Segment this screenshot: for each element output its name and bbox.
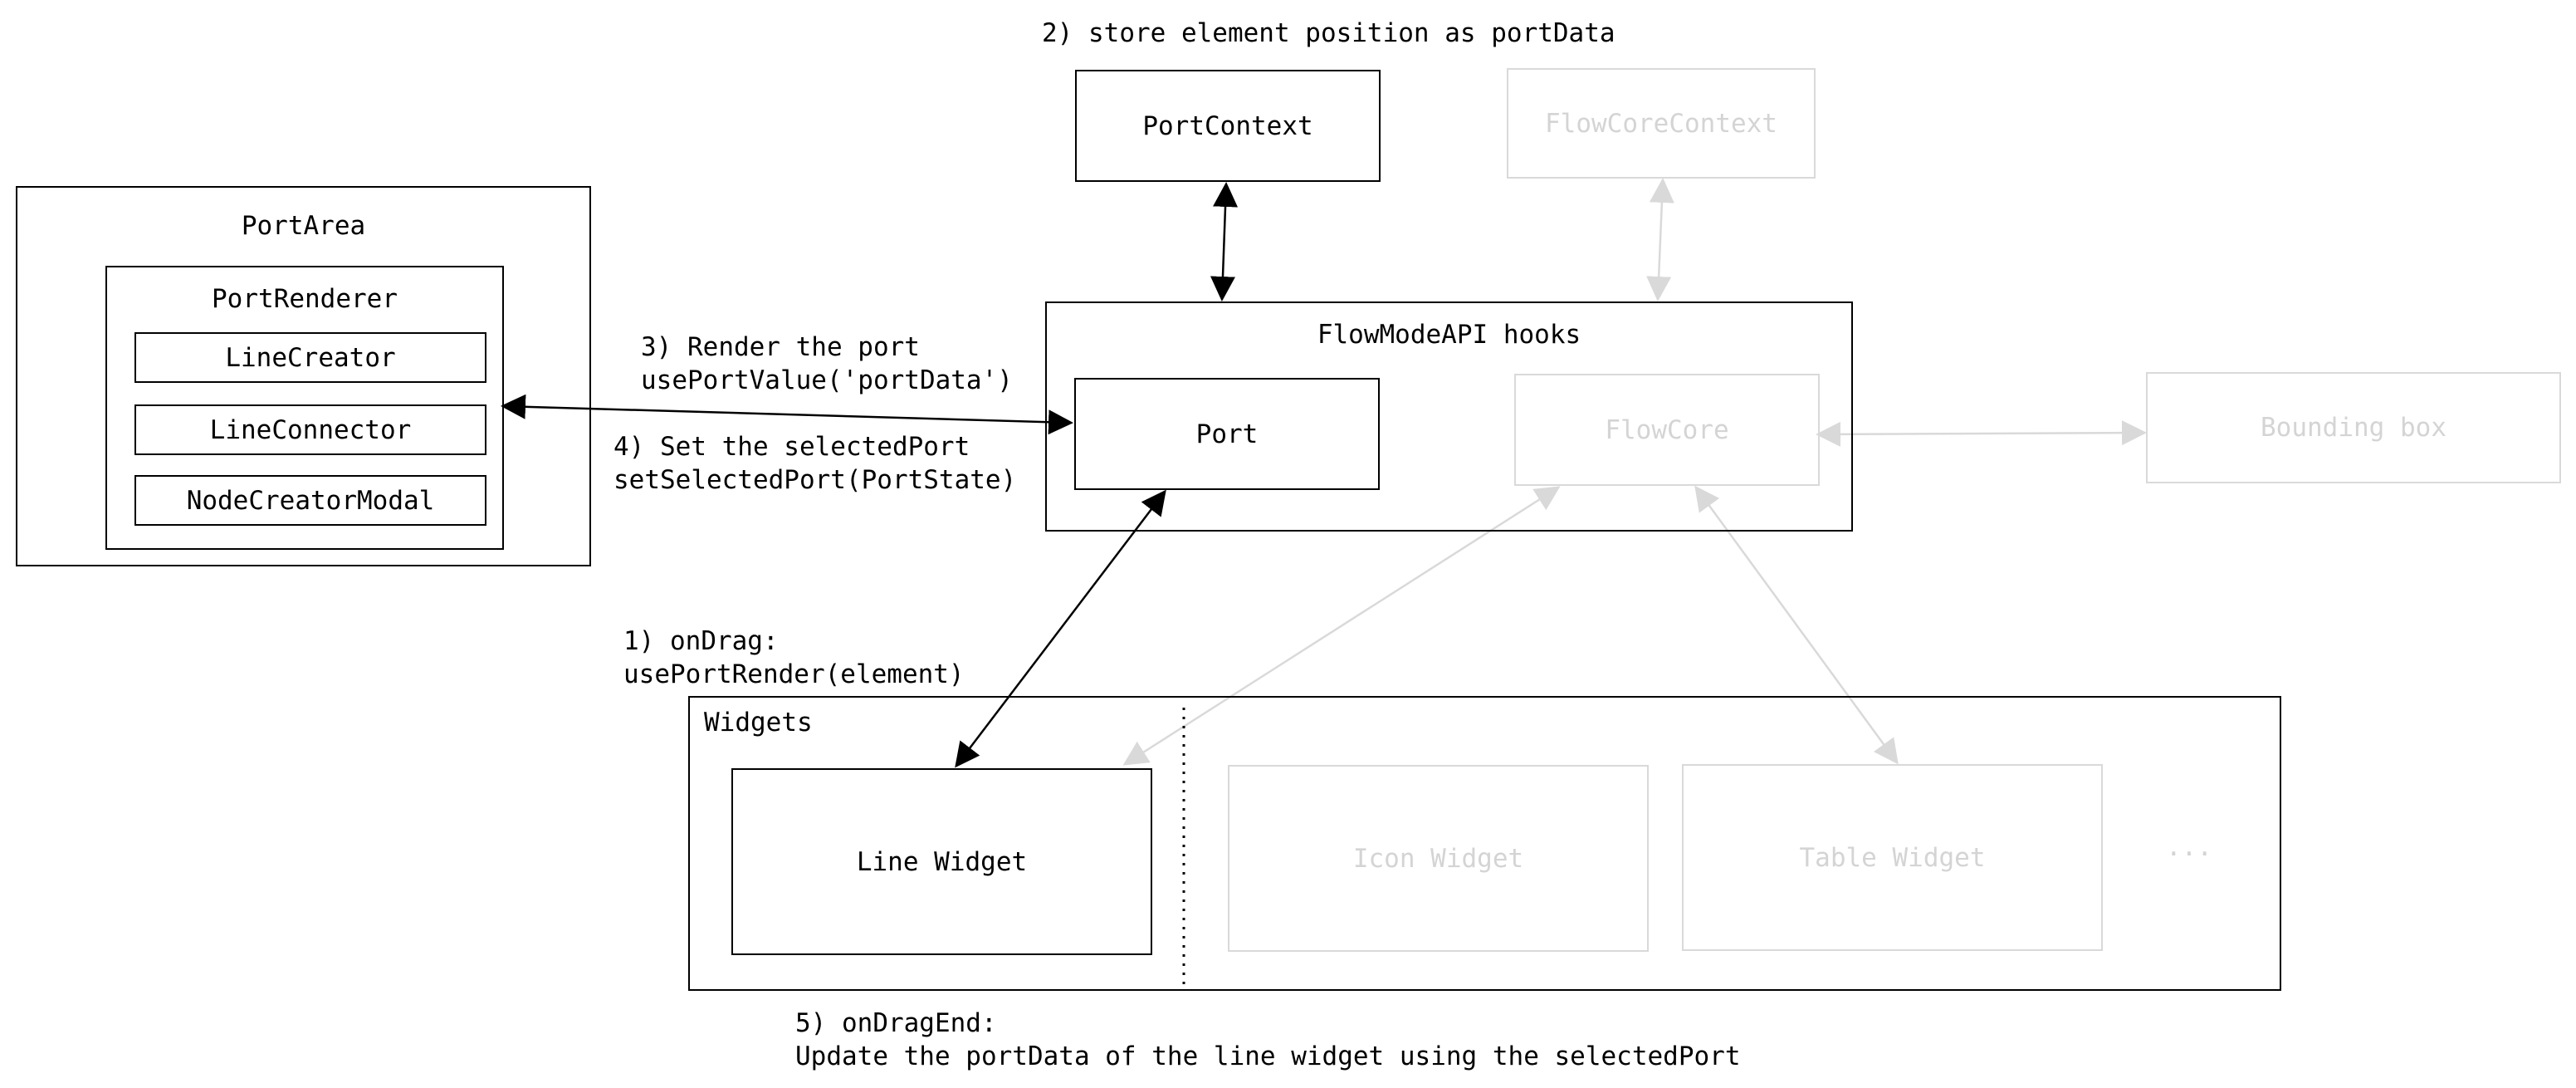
step-1-line1: 1) onDrag: xyxy=(623,626,779,656)
flow-mode-api-hooks-node: FlowModeAPI hooks Port FlowCore xyxy=(1045,301,1853,532)
line-creator-label: LineCreator xyxy=(225,342,396,373)
step-4-line2: setSelectedPort(PortState) xyxy=(613,465,1017,495)
line-connector-node: LineConnector xyxy=(134,404,486,455)
arrow-flowcore-boundingbox xyxy=(1816,420,2147,447)
widgets-node: Widgets Line Widget Icon Widget Table Wi… xyxy=(688,696,2281,991)
port-renderer-label: PortRenderer xyxy=(212,284,398,314)
line-connector-label: LineConnector xyxy=(209,414,412,445)
line-widget-label: Line Widget xyxy=(856,846,1028,877)
arrow-portrenderer-port xyxy=(501,394,1073,435)
table-widget-node: Table Widget xyxy=(1682,764,2103,951)
node-creator-modal-node: NodeCreatorModal xyxy=(134,475,486,526)
node-creator-modal-label: NodeCreatorModal xyxy=(186,485,435,516)
step-4-line1: 4) Set the selectedPort xyxy=(613,432,970,462)
icon-widget-node: Icon Widget xyxy=(1228,765,1649,952)
arrow-flowcore-linewidget xyxy=(1122,486,1561,766)
step-5-line2: Update the portData of the line widget u… xyxy=(795,1041,1741,1071)
port-label: Port xyxy=(1195,419,1259,449)
step-3-line2: usePortValue('portData') xyxy=(641,365,1013,395)
flow-core-label: FlowCore xyxy=(1605,414,1729,445)
arrow-portcontext-hooks xyxy=(1210,182,1239,301)
port-renderer-node: PortRenderer LineCreator LineConnector N… xyxy=(105,266,504,550)
widgets-label: Widgets xyxy=(704,708,813,738)
port-area-label: PortArea xyxy=(241,211,366,241)
table-widget-label: Table Widget xyxy=(1799,842,1986,873)
step-5-line1: 5) onDragEnd: xyxy=(795,1008,997,1038)
line-widget-node: Line Widget xyxy=(731,768,1152,955)
port-area-node: PortArea PortRenderer LineCreator LineCo… xyxy=(16,186,591,566)
port-node: Port xyxy=(1074,378,1380,490)
flow-core-context-label: FlowCoreContext xyxy=(1545,108,1777,139)
step-2-label: 2) store element position as portData xyxy=(1042,18,1615,48)
arrow-flowcorecontext-flowcore xyxy=(1646,178,1674,301)
icon-widget-label: Icon Widget xyxy=(1352,843,1524,874)
flow-core-node: FlowCore xyxy=(1514,374,1820,486)
port-context-label: PortContext xyxy=(1142,110,1313,141)
line-creator-node: LineCreator xyxy=(134,332,486,383)
bounding-box-node: Bounding box xyxy=(2146,372,2561,483)
flow-core-context-node: FlowCoreContext xyxy=(1507,68,1816,179)
bounding-box-label: Bounding box xyxy=(2261,413,2446,443)
flow-mode-api-hooks-label: FlowModeAPI hooks xyxy=(1317,320,1581,350)
arrow-flowcore-tablewidget xyxy=(1694,485,1899,765)
port-context-node: PortContext xyxy=(1075,70,1381,182)
step-1-line2: usePortRender(element) xyxy=(623,659,965,689)
step-3-line1: 3) Render the port xyxy=(641,332,920,362)
more-widgets-ellipsis: ... xyxy=(2166,832,2212,862)
